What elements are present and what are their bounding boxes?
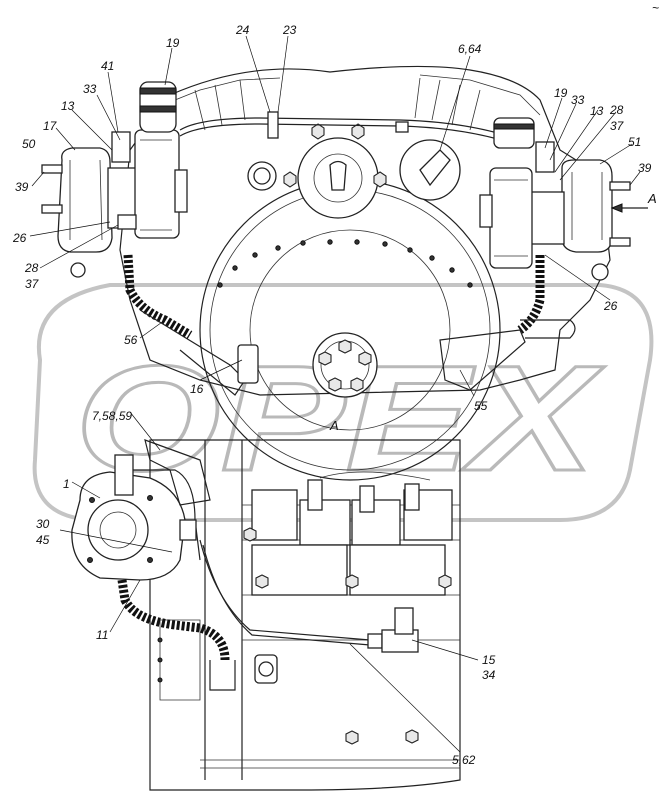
callout-34: 34	[482, 668, 496, 682]
left-turbocharger	[41, 81, 188, 253]
callout-26: 26	[12, 231, 27, 245]
callout-28: 28	[24, 261, 39, 275]
callout-33: 33	[83, 82, 97, 96]
callout-23: 23	[282, 23, 297, 37]
right-turbocharger	[479, 117, 631, 269]
callout-17: 17	[43, 119, 58, 133]
callout-51: 51	[628, 135, 641, 149]
callout-19-right: 19	[554, 86, 568, 100]
callout-7-58-59: 7,58,59	[92, 409, 132, 423]
callout-6-64: 6,64	[458, 42, 482, 56]
hub-bolts	[318, 339, 372, 392]
callout-19: 19	[166, 36, 180, 50]
view-label: A	[329, 418, 339, 433]
housing-bolts	[217, 239, 473, 288]
callout-labels: 19 24 23 6,64 41 33 13 17 50 39 26 28 37…	[12, 23, 652, 767]
callout-13: 13	[61, 99, 75, 113]
callout-26-right: 26	[603, 299, 618, 313]
callout-16: 16	[190, 382, 204, 396]
callout-37-right: 37	[610, 119, 625, 133]
callout-28-right: 28	[609, 103, 624, 117]
callout-13-right: 13	[590, 104, 604, 118]
engine-lower-view	[149, 439, 461, 791]
engine-upper-view	[41, 65, 631, 481]
lower-turbocharger	[71, 439, 211, 581]
callout-41: 41	[101, 59, 114, 73]
callout-39: 39	[15, 180, 29, 194]
view-direction-arrow: A	[610, 191, 657, 213]
callout-37: 37	[25, 277, 40, 291]
callout-5-62: 5,62	[452, 753, 476, 767]
callout-30: 30	[36, 517, 50, 531]
callout-50: 50	[22, 137, 36, 151]
callout-33-right: 33	[571, 93, 585, 107]
callout-24: 24	[235, 23, 250, 37]
callout-15: 15	[482, 653, 496, 667]
callout-45: 45	[36, 533, 50, 547]
callout-55: 55	[474, 399, 488, 413]
callout-39-right: 39	[638, 161, 652, 175]
leader-lines	[29, 35, 641, 753]
callout-11: 11	[96, 628, 108, 642]
callout-1: 1	[63, 477, 70, 491]
corner-mark: ~	[652, 1, 659, 15]
callout-56: 56	[124, 333, 138, 347]
arrow-label: A	[647, 191, 657, 206]
